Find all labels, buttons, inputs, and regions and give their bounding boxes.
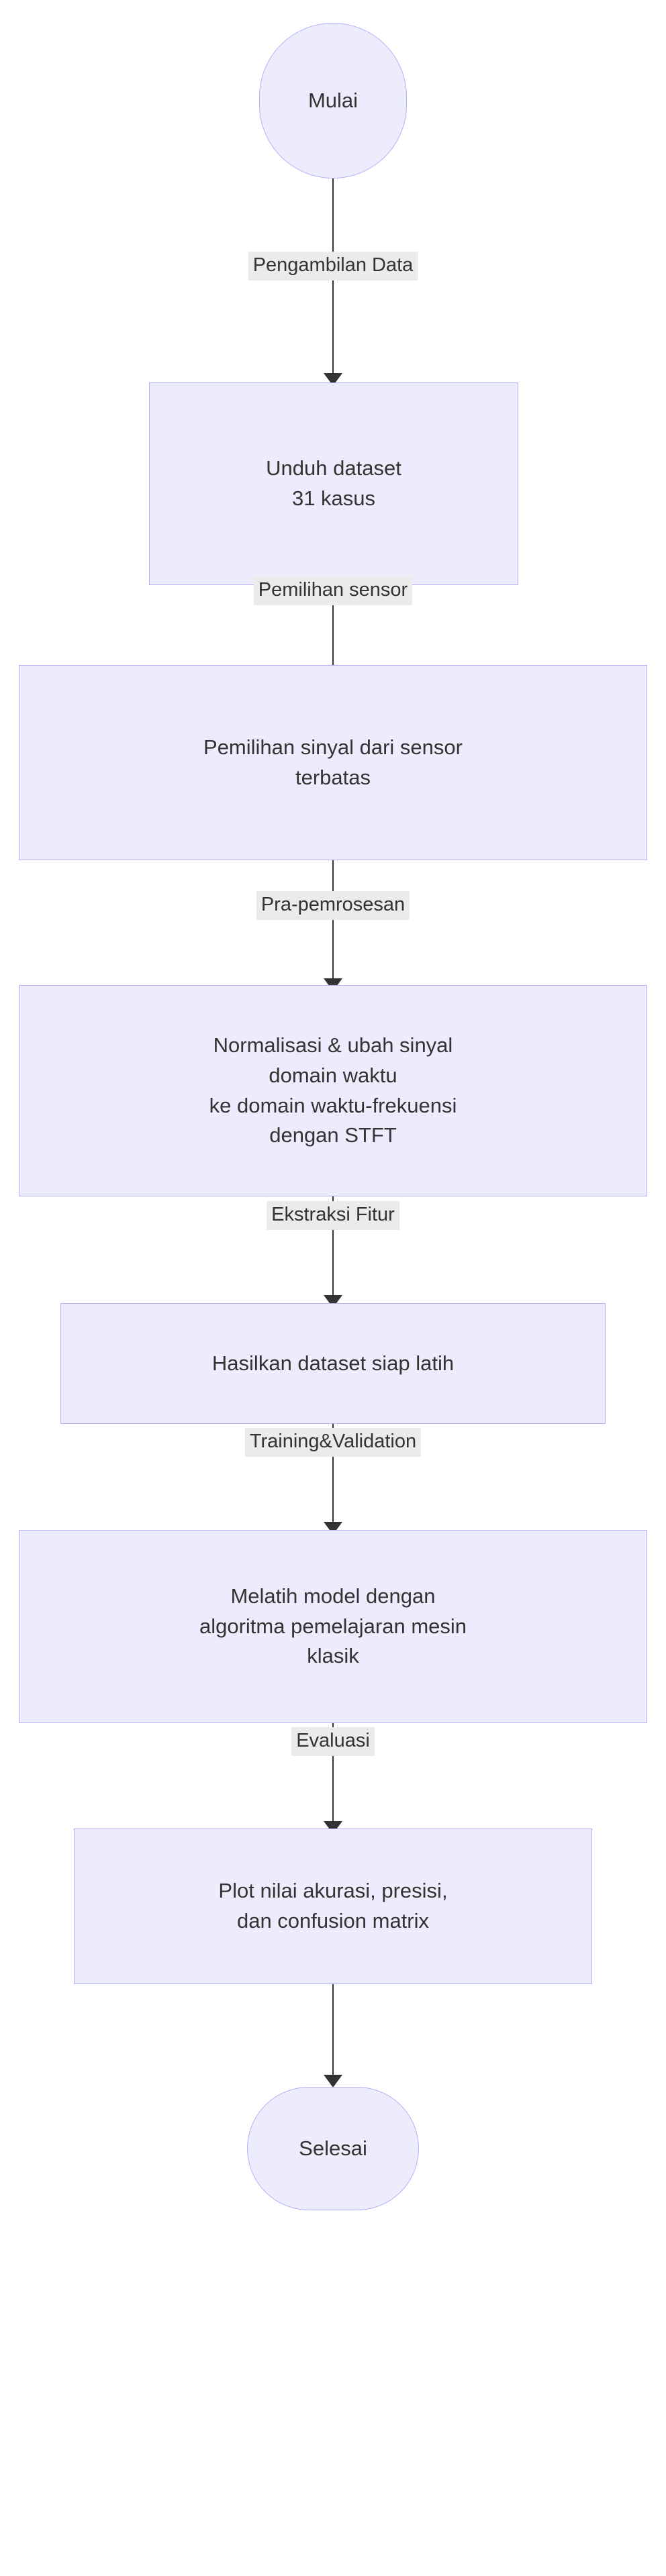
node-ready-dataset[interactable]: Hasilkan dataset siap latih [60, 1303, 606, 1424]
edge-download-to-sensorsel-line [332, 585, 334, 679]
node-preprocessing[interactable]: Normalisasi & ubah sinyal domain waktu k… [19, 985, 647, 1196]
node-end[interactable]: Selesai [247, 2087, 419, 2210]
node-train-model-label: Melatih model dengan algoritma pemelajar… [199, 1584, 467, 1668]
node-download-dataset[interactable]: Unduh dataset 31 kasus [149, 382, 518, 585]
edge-label-evaluasi: Evaluasi [291, 1727, 375, 1757]
edge-label-ekstraksi-fitur: Ekstraksi Fitur [267, 1201, 399, 1231]
edge-evaluate-to-end-arrowhead [324, 2075, 342, 2088]
node-download-dataset-label: Unduh dataset 31 kasus [266, 456, 401, 510]
edge-label-pengambilan-data: Pengambilan Data [248, 252, 418, 281]
edge-evaluate-to-end-line [332, 1984, 334, 2083]
node-end-label: Selesai [299, 2136, 367, 2160]
node-train-model[interactable]: Melatih model dengan algoritma pemelajar… [19, 1530, 647, 1723]
edge-sensorsel-to-preprocess-line [332, 860, 334, 989]
node-plot-metrics-label: Plot nilai akurasi, presisi, dan confusi… [218, 1879, 448, 1933]
edge-label-training-validation: Training&Validation [244, 1428, 422, 1457]
edge-label-pra-pemrosesan: Pra-pemrosesan [256, 891, 410, 921]
edge-dataset-to-train-line [332, 1424, 334, 1531]
node-ready-dataset-label: Hasilkan dataset siap latih [211, 1351, 455, 1375]
node-start[interactable]: Mulai [259, 23, 407, 178]
node-preprocessing-label: Normalisasi & ubah sinyal domain waktu k… [209, 1033, 457, 1147]
edge-train-to-evaluate-line [332, 1723, 334, 1831]
node-sensor-selection-label: Pemilihan sinyal dari sensor terbatas [203, 735, 463, 789]
node-start-label: Mulai [307, 88, 359, 112]
node-plot-metrics[interactable]: Plot nilai akurasi, presisi, dan confusi… [74, 1828, 592, 1984]
node-sensor-selection[interactable]: Pemilihan sinyal dari sensor terbatas [19, 665, 647, 860]
edge-preprocess-to-dataset-line [332, 1196, 334, 1306]
edge-label-pemilihan-sensor: Pemilihan sensor [253, 576, 413, 606]
